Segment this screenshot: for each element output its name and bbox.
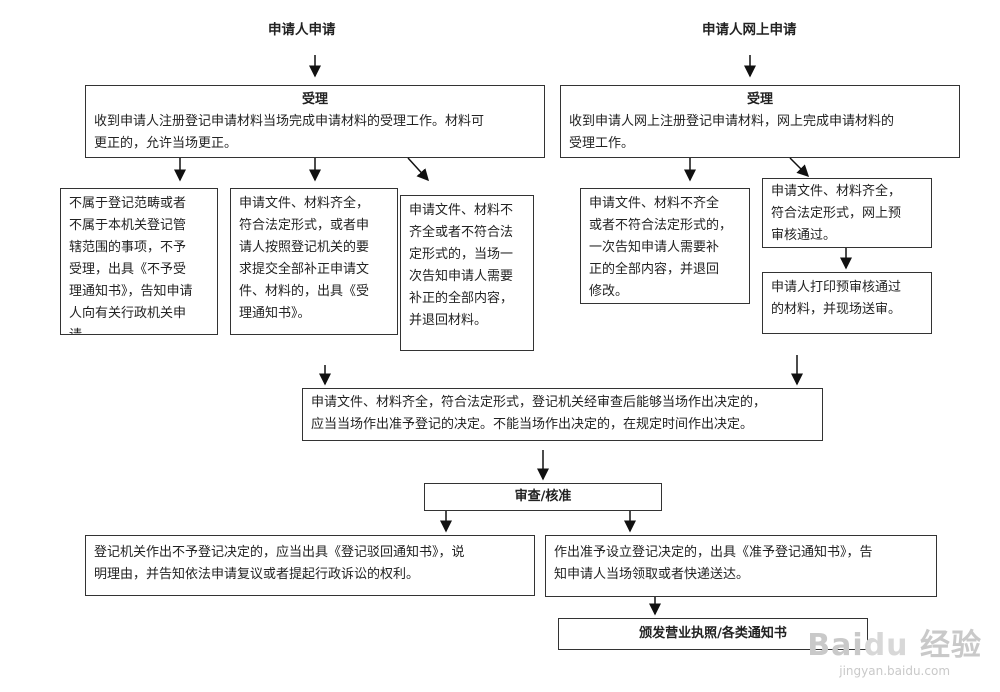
text-line: 并退回材料。 [409,313,488,328]
baidu-watermark-logo: Baidu 经验 jingyan.baidu.com [807,628,982,678]
accept-left-heading: 受理 [301,92,328,107]
text-line: 明理由，并告知依法申请复议或者提起行政诉讼的权利。 [94,567,420,582]
text-line: 或者不符合法定形式的， [589,218,733,233]
text-line: 不属于登记范畴或者 [69,196,187,211]
text-line: 知申请人当场领取或者快递送达。 [554,567,750,582]
text-line: 申请文件、材料不 [409,203,514,218]
text-line: 求提交全部补正申请文 [239,262,370,277]
text-line: 次告知申请人需要 [409,269,514,284]
text-line: 一次告知申请人需要补 [589,240,720,255]
text-line: 申请文件、材料不齐全 [589,196,720,211]
text-line: 作出准予设立登记决定的，出具《准予登记通知书》，告 [554,545,873,560]
text-line: 件、材料的，出具《受 [239,284,370,299]
approve-box: 作出准予设立登记决定的，出具《准予登记通知书》，告 知申请人当场领取或者快递送达… [545,535,937,597]
text-line: 受理工作。 [569,136,635,151]
text-line: 申请文件、材料齐全， [771,184,902,199]
text-line: 人向有关行政机关申 [69,306,187,321]
text-line: 齐全或者不符合法 [409,225,514,240]
accepted-box: 申请文件、材料齐全， 符合法定形式，或者申 请人按照登记机关的要 求提交全部补正… [230,188,398,335]
accept-left-box: 受理 收到申请人注册登记申请材料当场完成申请材料的受理工作。材料可 更正的，允许… [85,85,545,158]
accept-right-box: 受理 收到申请人网上注册登记申请材料，网上完成申请材料的 受理工作。 [560,85,960,158]
text-line: 符合法定形式，或者申 [239,218,370,233]
right-applicant-title: 申请人网上申请 [702,22,797,38]
text-line: 定形式的，当场一 [409,247,514,262]
text-line: 请 [69,325,209,334]
text-line: 理通知书》。 [239,306,311,321]
arrow [789,157,810,178]
incomplete-box: 申请文件、材料不 齐全或者不符合法 定形式的，当场一 次告知申请人需要 补正的全… [400,195,534,351]
text-line: 请人按照登记机关的要 [239,240,370,255]
text-line: 申请文件、材料齐全， [239,196,370,211]
text-line: 申请人打印预审核通过 [771,280,902,295]
text-line: 审核通过。 [771,228,837,243]
text-line: 的材料，并现场送审。 [771,302,902,317]
text-line: 修改。 [589,284,629,299]
online-precheck-box: 申请文件、材料齐全， 符合法定形式，网上预 审核通过。 [762,178,932,248]
review-box: 审查/核准 [424,483,662,511]
not-in-scope-box: 不属于登记范畴或者 不属于本机关登记管 辖范围的事项，不予 受理，出具《不予受 … [60,188,218,335]
text-line: 补正的全部内容， [409,291,514,306]
left-applicant-title: 申请人申请 [268,22,336,38]
text-line: 申请文件、材料齐全，符合法定形式，登记机关经审查后能够当场作出决定的， [311,395,767,410]
review-label: 审查/核准 [514,489,572,504]
text-line: 更正的，允许当场更正。 [94,136,238,151]
text-line: 不属于本机关登记管 [69,218,187,233]
reject-box: 登记机关作出不予登记决定的，应当出具《登记驳回通知书》，说 明理由，并告知依法申… [85,535,535,596]
text-line: 应当当场作出准予登记的决定。不能当场作出决定的，在规定时间作出决定。 [311,417,754,432]
online-incomplete-box: 申请文件、材料不齐全 或者不符合法定形式的， 一次告知申请人需要补 正的全部内容… [580,188,750,304]
text-line: 登记机关作出不予登记决定的，应当出具《登记驳回通知书》，说 [94,545,465,560]
text-line: 受理，出具《不予受 [69,262,187,277]
arrow [407,157,430,182]
decision-box: 申请文件、材料齐全，符合法定形式，登记机关经审查后能够当场作出决定的， 应当当场… [302,388,823,441]
print-submit-box: 申请人打印预审核通过 的材料，并现场送审。 [762,272,932,334]
text-line: 理通知书》，告知申请 [69,284,193,299]
text-line: 符合法定形式，网上预 [771,206,902,221]
text-line: 收到申请人注册登记申请材料当场完成申请材料的受理工作。材料可 [94,114,485,129]
issue-label: 颁发营业执照/各类通知书 [639,626,787,641]
accept-right-heading: 受理 [746,92,773,107]
text-line: 正的全部内容，并退回 [589,262,720,277]
issue-license-box: 颁发营业执照/各类通知书 [558,618,868,650]
text-line: 辖范围的事项，不予 [69,240,187,255]
text-line: 收到申请人网上注册登记申请材料，网上完成申请材料的 [569,114,895,129]
